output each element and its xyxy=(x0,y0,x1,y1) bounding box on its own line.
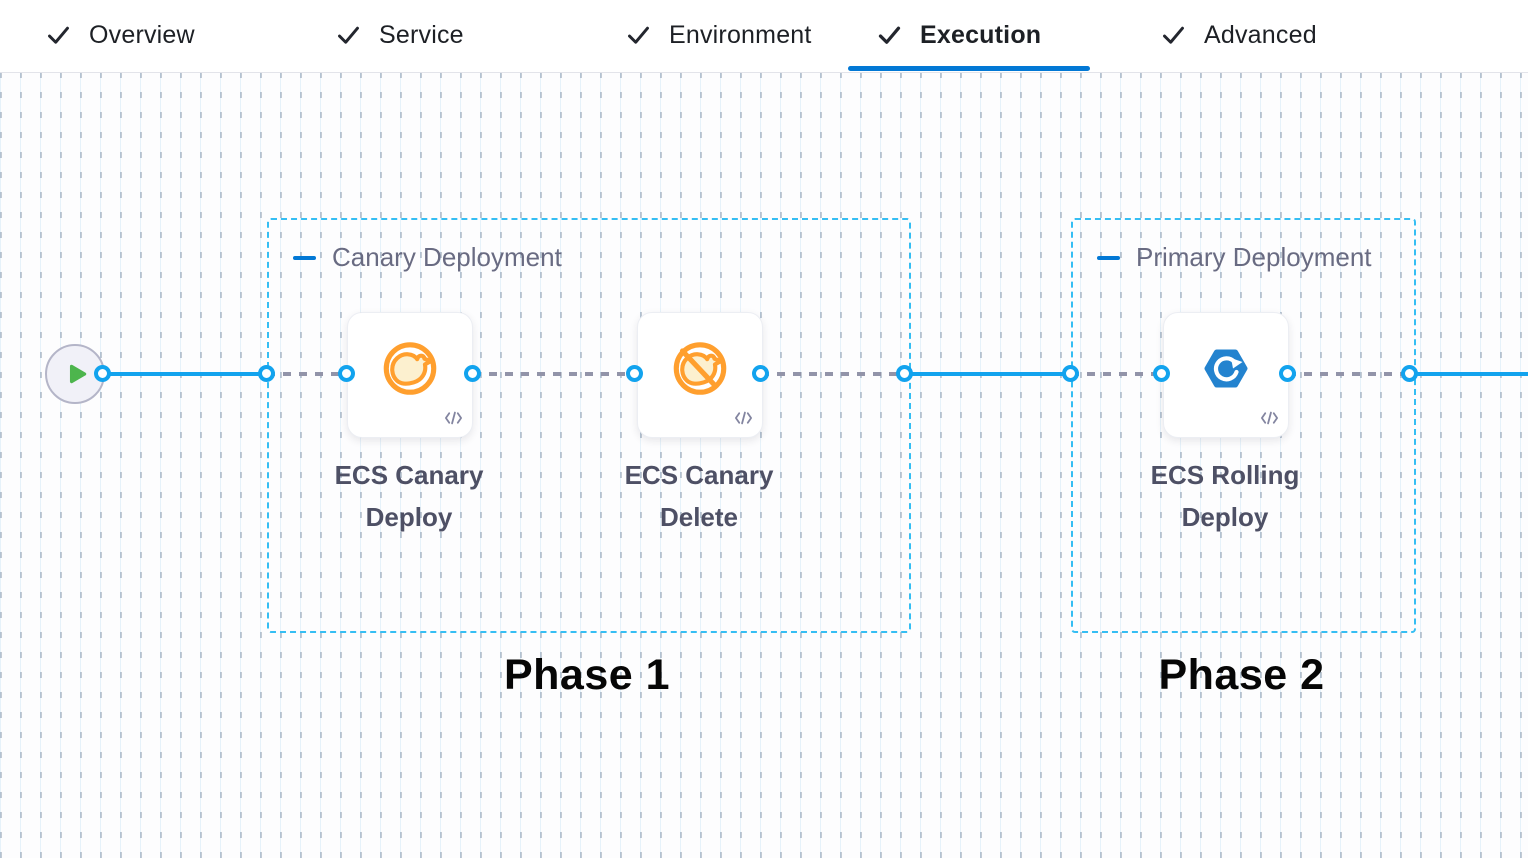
group-label: Primary Deployment xyxy=(1136,242,1372,272)
collapse-minus-icon[interactable] xyxy=(293,255,316,260)
tab-environment[interactable]: Environment xyxy=(625,0,812,71)
canary-delete-icon xyxy=(667,336,733,407)
tab-overview[interactable]: Overview xyxy=(45,0,195,71)
tab-label: Execution xyxy=(920,21,1042,49)
connector-port[interactable] xyxy=(1279,365,1296,382)
step-card-ecs-canary-delete[interactable] xyxy=(637,312,763,438)
step-card-ecs-rolling-deploy[interactable] xyxy=(1163,312,1289,438)
pipeline-canvas[interactable]: Canary Deployment Primary Deployment xyxy=(0,72,1528,858)
group-header-primary[interactable]: Primary Deployment xyxy=(1097,242,1372,273)
check-icon xyxy=(625,22,652,49)
connector-line-dashed xyxy=(761,372,905,376)
step-label: ECS Canary Delete xyxy=(624,460,774,532)
step-label: ECS Canary Deploy xyxy=(334,460,484,532)
connector-port[interactable] xyxy=(1062,365,1079,382)
tab-label: Environment xyxy=(669,21,812,49)
check-icon xyxy=(45,22,72,49)
connector-port[interactable] xyxy=(464,365,481,382)
connector-port[interactable] xyxy=(752,365,769,382)
connector-port[interactable] xyxy=(258,365,275,382)
connector-line-dashed xyxy=(473,372,635,376)
code-icon xyxy=(444,411,463,430)
phase-label: Phase 2 xyxy=(1158,651,1325,699)
phase-label: Phase 1 xyxy=(503,651,671,699)
step-card-ecs-canary-deploy[interactable] xyxy=(347,312,473,438)
check-icon xyxy=(876,22,903,49)
code-icon xyxy=(734,411,753,430)
tab-label: Overview xyxy=(89,21,195,49)
code-icon xyxy=(1260,411,1279,430)
stage-group-primary-deployment: Primary Deployment xyxy=(1071,218,1416,633)
connector-line-dashed xyxy=(1288,372,1410,376)
check-icon xyxy=(1160,22,1187,49)
tab-label: Service xyxy=(379,21,464,49)
connector-line-solid xyxy=(1410,372,1528,376)
tab-advanced[interactable]: Advanced xyxy=(1160,0,1317,71)
tab-label: Advanced xyxy=(1204,21,1317,49)
group-header-canary[interactable]: Canary Deployment xyxy=(293,242,562,273)
collapse-minus-icon[interactable] xyxy=(1097,255,1120,260)
play-icon xyxy=(69,364,86,384)
connector-port[interactable] xyxy=(1153,365,1170,382)
connector-port[interactable] xyxy=(626,365,643,382)
canary-deploy-icon xyxy=(377,336,443,407)
connector-line-dashed xyxy=(267,372,347,376)
settings-tab-bar: Overview Service Environment Execution A… xyxy=(0,0,1528,73)
ecs-rolling-deploy-icon xyxy=(1194,337,1258,406)
connector-port[interactable] xyxy=(896,365,913,382)
connector-line-solid xyxy=(905,372,1071,376)
connector-port[interactable] xyxy=(1401,365,1418,382)
connector-line-dashed xyxy=(1071,372,1162,376)
connector-port[interactable] xyxy=(94,365,111,382)
active-tab-underline xyxy=(848,66,1090,71)
connector-line-solid xyxy=(103,372,267,376)
tab-execution[interactable]: Execution xyxy=(876,0,1041,71)
stage-group-canary-deployment: Canary Deployment xyxy=(267,218,911,633)
check-icon xyxy=(335,22,362,49)
connector-port[interactable] xyxy=(338,365,355,382)
group-label: Canary Deployment xyxy=(332,242,562,272)
tab-service[interactable]: Service xyxy=(335,0,464,71)
step-label: ECS Rolling Deploy xyxy=(1150,460,1300,532)
